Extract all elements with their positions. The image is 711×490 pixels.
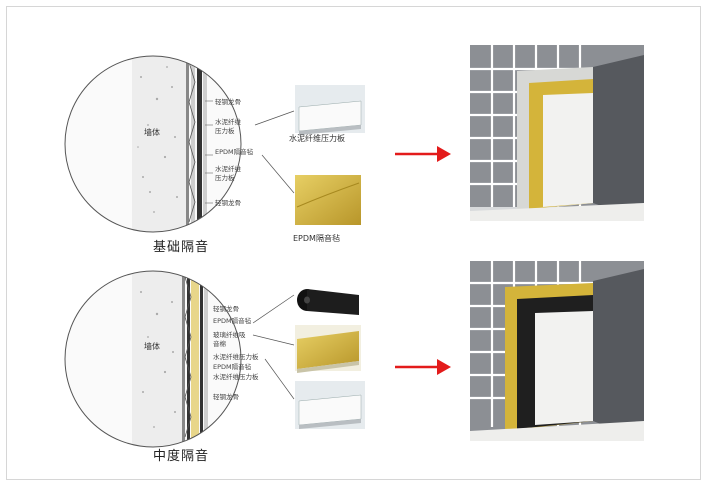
layer-label: 轻钢龙骨 — [215, 199, 241, 207]
room-render-top — [470, 45, 644, 221]
room-render-bottom — [470, 261, 644, 441]
layer-label: 水泥纤维 — [215, 165, 241, 173]
figure-frame: 墙体 轻钢龙骨 水泥纤维 压力板 EPDM隔音毡 水泥纤维 压力板 轻钢龙骨 基… — [6, 6, 701, 480]
bottom-section-circle — [64, 270, 295, 448]
cement-board-swatch-top — [295, 85, 365, 135]
cement-board-swatch-bottom — [295, 381, 365, 429]
layer-label: EPDM隔音毡 — [213, 363, 252, 371]
layer-label: 音棉 — [213, 340, 226, 348]
layer-label: 轻钢龙骨 — [213, 393, 239, 401]
layer-label: EPDM隔音毡 — [213, 317, 252, 325]
layer-label: 压力板 — [215, 127, 235, 135]
layer-label: EPDM隔音毡 — [215, 148, 254, 156]
glass-wool-swatch — [295, 325, 361, 373]
material-caption: 水泥纤维压力板 — [289, 134, 345, 143]
layer-label: 玻璃纤维吸 — [213, 331, 246, 339]
layer-label: 水泥纤维压力板 — [213, 373, 259, 381]
diagram-canvas — [64, 45, 644, 448]
caption-medium: 中度隔音 — [153, 449, 210, 464]
layer-label: 轻钢龙骨 — [213, 305, 239, 313]
wall-label-top: 墙体 — [144, 128, 160, 137]
layer-label: 压力板 — [215, 174, 235, 182]
arrow-right-icon — [395, 359, 451, 375]
caption-basic: 基础隔音 — [153, 240, 210, 255]
layer-label: 水泥纤维 — [215, 118, 241, 126]
layer-label: 轻钢龙骨 — [215, 98, 241, 106]
material-caption: EPDM隔音毡 — [293, 234, 340, 243]
epdm-felt-swatch-top — [295, 175, 361, 225]
arrow-right-icon — [395, 146, 451, 162]
top-section-circle — [64, 55, 295, 233]
layer-label: 水泥纤维压力板 — [213, 353, 259, 361]
epdm-roll-swatch — [295, 271, 361, 319]
wall-label-bottom: 墙体 — [144, 342, 160, 351]
